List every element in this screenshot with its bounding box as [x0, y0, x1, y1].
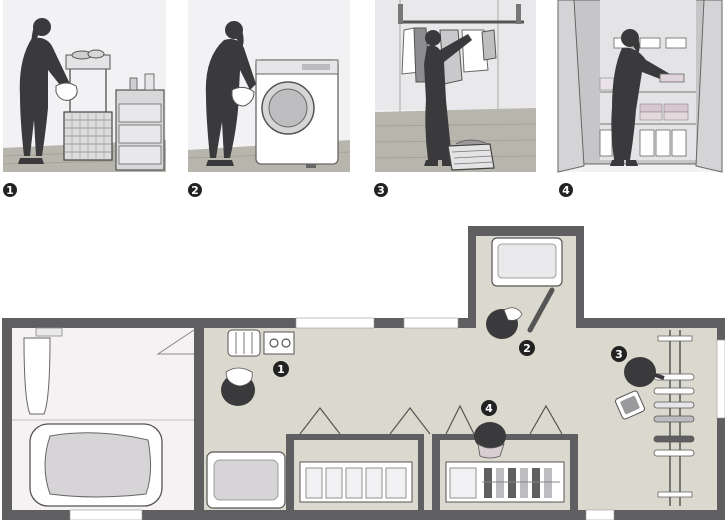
laundry-basket-top-icon	[615, 390, 645, 420]
folded-towel-icon	[659, 73, 685, 83]
held-laundry-icon	[231, 86, 255, 107]
clothes-rod-icon	[398, 4, 524, 24]
vanity-sink-icon	[23, 337, 51, 415]
drawer-cabinet-icon	[115, 73, 165, 171]
person-top-view-1-icon	[221, 367, 255, 406]
step-number: 1	[6, 184, 14, 197]
step-panel-3	[374, 0, 537, 172]
laundry-basket-icon	[447, 139, 495, 171]
storage-unit-right-icon	[432, 404, 578, 510]
plan-marker-number: 3	[615, 348, 623, 361]
held-clothes-icon	[55, 82, 78, 101]
window	[585, 509, 615, 520]
person-top-view-2-icon	[486, 307, 523, 339]
plan-marker-4: 4	[481, 400, 497, 416]
plan-marker-number: 2	[523, 342, 531, 355]
storage-unit-left-icon	[286, 407, 431, 510]
step-label-3: 3	[374, 183, 388, 197]
plan-marker-number: 1	[277, 363, 285, 376]
closet-shelves-icon	[599, 37, 696, 157]
door-swing	[156, 329, 195, 355]
laundry-basket-icon	[63, 111, 113, 161]
laundry-baskets-icon	[227, 329, 295, 357]
window	[295, 317, 375, 329]
window	[69, 509, 143, 520]
washing-machine-top-icon	[491, 237, 563, 287]
hanging-clothes-top-icon	[653, 373, 695, 457]
step-panel-1	[2, 0, 167, 172]
washing-machine-icon	[255, 59, 339, 168]
step-panel-4	[557, 0, 723, 173]
step-panel-2	[187, 0, 351, 172]
plan-marker-3: 3	[611, 346, 627, 362]
washer-door-icon	[527, 287, 555, 333]
step-label-2: 2	[188, 183, 202, 197]
step-label-1: 1	[3, 183, 17, 197]
closet-door	[695, 0, 723, 173]
bathroom-wall	[194, 328, 204, 510]
person-putting-away-clothes-icon	[610, 29, 670, 166]
person-loading-washer-icon	[205, 21, 256, 166]
window	[403, 317, 459, 329]
plan-marker-2: 2	[519, 340, 535, 356]
step-number: 2	[191, 184, 199, 197]
window	[716, 339, 725, 419]
plan-marker-number: 4	[485, 402, 493, 415]
plan-marker-1: 1	[273, 361, 289, 377]
person-hanging-clothes-icon	[424, 30, 472, 166]
person-top-view-3-icon	[624, 357, 665, 387]
floor-plan: 1 2 3 4	[2, 226, 725, 520]
person-top-view-4-icon	[474, 422, 506, 459]
closet-door	[557, 0, 585, 173]
person-sorting-laundry-icon	[18, 18, 70, 164]
step-number: 3	[377, 184, 385, 197]
step-label-4: 4	[559, 183, 573, 197]
step-number: 4	[562, 184, 570, 197]
bathtub-icon	[29, 423, 163, 507]
